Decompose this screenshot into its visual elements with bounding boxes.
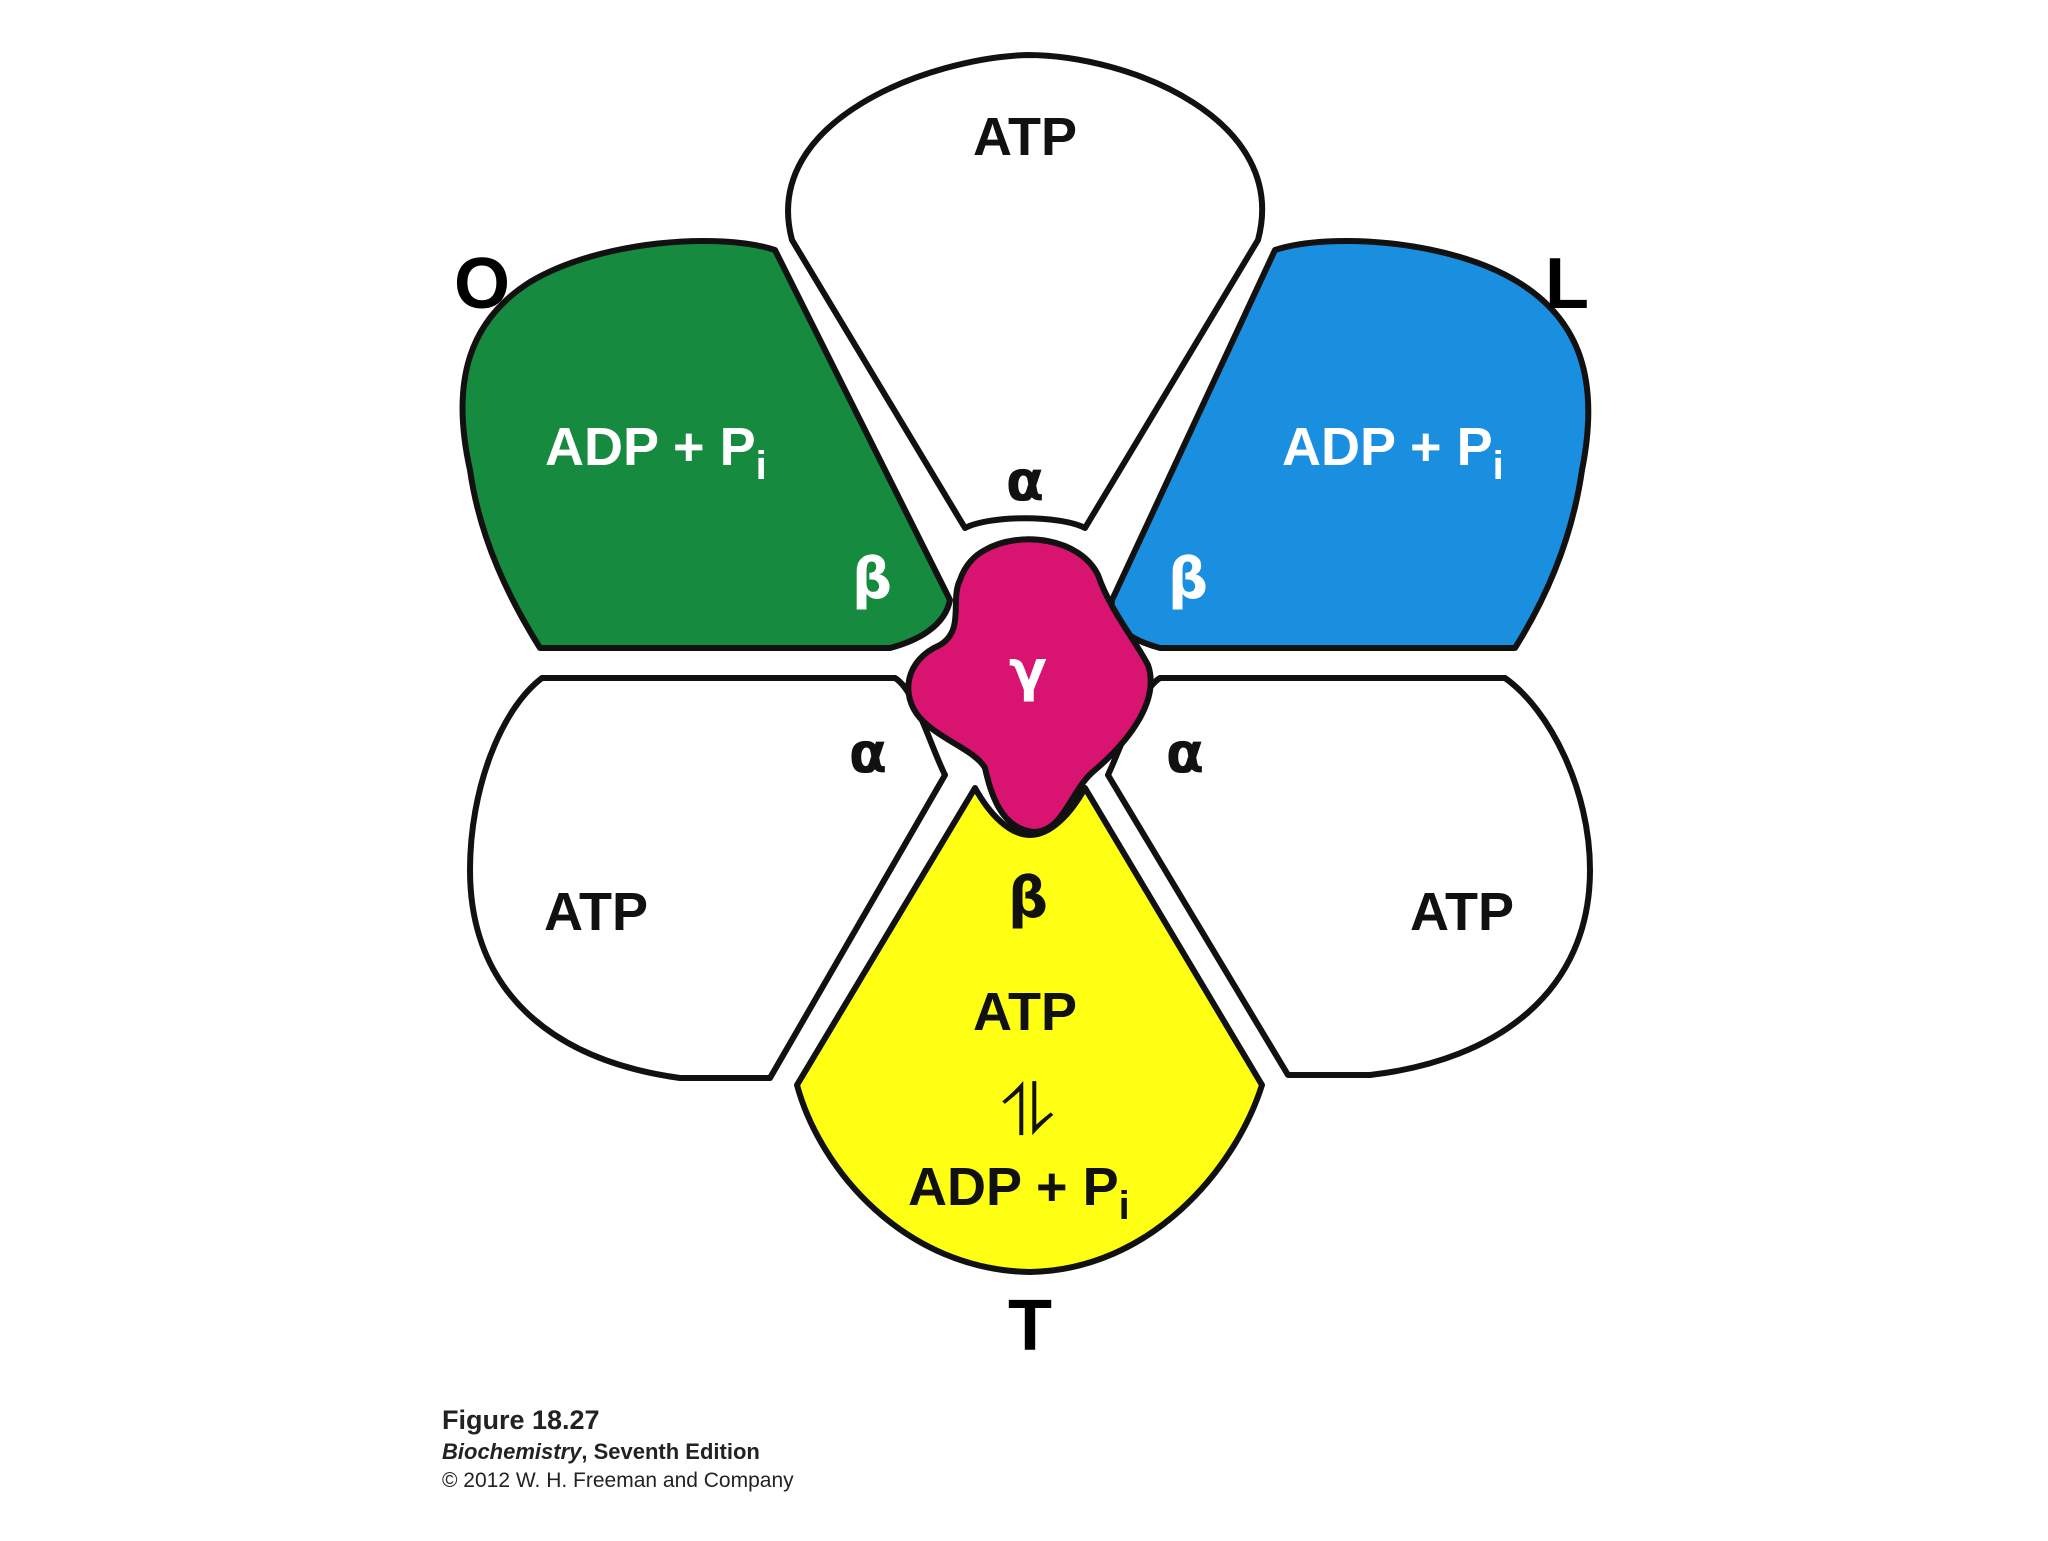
- book-credit: Biochemistry, Seventh Edition: [442, 1438, 794, 1467]
- alpha-right-atp-label: ATP: [1410, 882, 1514, 942]
- equilibrium-arrows-icon: ⥮: [1002, 1071, 1054, 1151]
- book-edition: , Seventh Edition: [581, 1439, 759, 1464]
- gamma-greek-label: γ: [1009, 639, 1047, 704]
- alpha-top-greek-label: α: [1006, 449, 1044, 514]
- open-beta-greek-label: β: [852, 547, 892, 612]
- loose-state-label: L: [1545, 244, 1589, 324]
- open-state-label: O: [454, 244, 510, 324]
- loose-beta-greek-label: β: [1168, 547, 1208, 612]
- figure-number: Figure 18.27: [442, 1403, 794, 1438]
- alpha-left-greek-label: α: [849, 721, 887, 786]
- alpha-right-greek-label: α: [1166, 721, 1204, 786]
- alpha-left-atp-label: ATP: [544, 882, 648, 942]
- tight-beta-atp-label: ATP: [973, 982, 1077, 1042]
- copyright-line: © 2012 W. H. Freeman and Company: [442, 1467, 794, 1494]
- tight-state-label: T: [1008, 1286, 1052, 1366]
- alpha-top-atp-label: ATP: [973, 107, 1077, 167]
- tight-beta-greek-label: β: [1008, 866, 1048, 931]
- book-title: Biochemistry: [442, 1439, 581, 1464]
- figure-caption: Figure 18.27 Biochemistry, Seventh Editi…: [442, 1403, 794, 1494]
